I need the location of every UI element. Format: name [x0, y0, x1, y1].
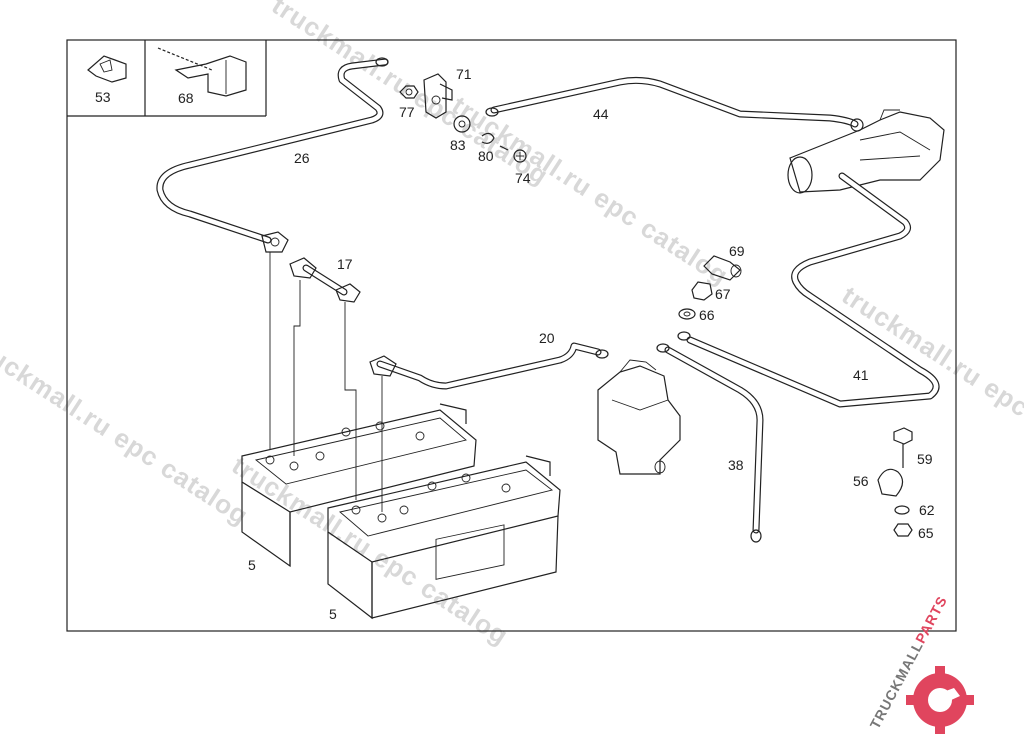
- watermark-text-2: truckmall.ru epc catalog: [447, 90, 734, 291]
- nut-77: [399, 85, 419, 99]
- callout-74: 74: [515, 170, 531, 186]
- callout-83: 83: [450, 137, 466, 153]
- watermark-text-4: truckmall.ru epc catalog: [227, 450, 514, 651]
- callout-68: 68: [178, 90, 194, 106]
- cover-part-68: [157, 47, 247, 97]
- brand-logo: TRUCKMALLPARTS: [867, 593, 974, 734]
- cable-41: [677, 172, 940, 408]
- callout-26: 26: [294, 150, 310, 166]
- watermark-text-1: truckmall.ru epc catalog: [267, 0, 554, 191]
- grommet-parts: [678, 255, 742, 320]
- callout-labels: 53 68 26 77 71 83 80 74 44 17 20 69 67 6…: [95, 66, 935, 622]
- clip-part-53: [87, 55, 127, 83]
- cable-38: [656, 343, 764, 543]
- nut-67: [691, 281, 713, 301]
- gear-icon: [906, 666, 974, 734]
- washer-66: [678, 308, 696, 320]
- battery-rear: [241, 403, 477, 568]
- callout-66: 66: [699, 307, 715, 323]
- cable-20: [369, 342, 609, 390]
- callout-59: 59: [917, 451, 933, 467]
- washer-62: [894, 505, 910, 515]
- fastener-parts: [877, 427, 913, 537]
- starter-motor: [787, 109, 945, 194]
- callout-62: 62: [919, 502, 935, 518]
- leader-lines: [269, 252, 383, 512]
- screw-74: [513, 149, 527, 163]
- callout-77: 77: [399, 104, 415, 120]
- callout-17: 17: [337, 256, 353, 272]
- cable-44: [485, 76, 864, 132]
- callout-69: 69: [729, 243, 745, 259]
- callout-80: 80: [478, 148, 494, 164]
- watermark-text-3: truckmall.ru epc catalog: [0, 330, 254, 531]
- diagram-frame: [66, 39, 957, 632]
- callout-67: 67: [715, 286, 731, 302]
- grommet-69: [703, 255, 741, 281]
- battery-switch: [597, 359, 681, 475]
- callout-56: 56: [853, 473, 869, 489]
- clamp-56: [877, 468, 904, 497]
- battery-front: [327, 455, 561, 620]
- callout-38: 38: [728, 457, 744, 473]
- cable-26: [156, 57, 389, 253]
- inset-boxes: [67, 40, 267, 117]
- callout-44: 44: [593, 106, 609, 122]
- callout-20: 20: [539, 330, 555, 346]
- lock-washer-80: [481, 132, 495, 144]
- callout-41: 41: [853, 367, 869, 383]
- nut-65: [893, 523, 913, 537]
- callout-53: 53: [95, 89, 111, 105]
- callout-5-front: 5: [329, 606, 337, 622]
- bolt-59: [893, 427, 913, 445]
- terminal-hardware: [399, 73, 527, 163]
- bridge-cable-17: [289, 257, 361, 303]
- watermark: truckmall.ru epc catalog truckmall.ru ep…: [0, 0, 1024, 651]
- callout-65: 65: [918, 525, 934, 541]
- washer-83: [453, 115, 471, 133]
- callout-5-rear: 5: [248, 557, 256, 573]
- callout-71: 71: [456, 66, 472, 82]
- terminal-71: [423, 73, 447, 119]
